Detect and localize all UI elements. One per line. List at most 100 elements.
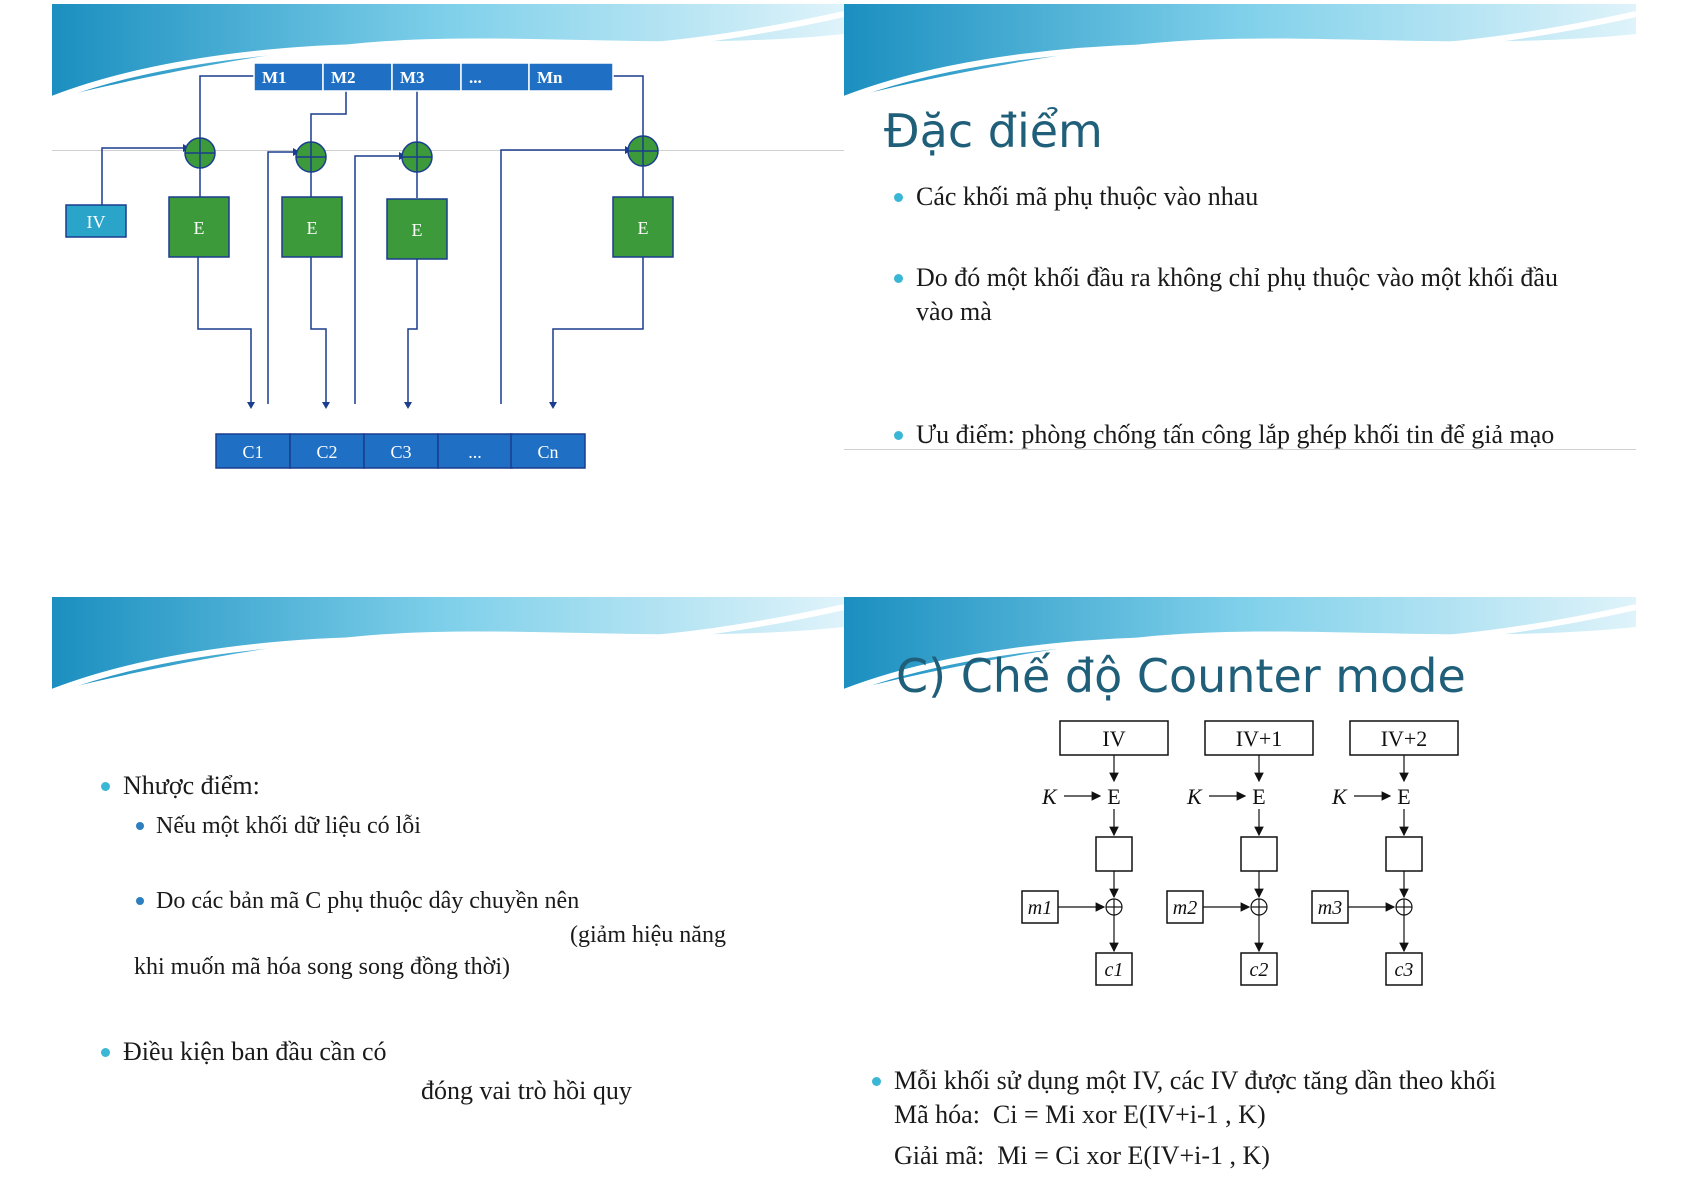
slide-title: C) Chế độ Counter mode [896, 649, 1466, 703]
iv-box [65, 204, 127, 238]
plaintext-block [460, 62, 530, 92]
sub-bullet-2: Do các bản mã C phụ thuộc dây chuyền nên [136, 884, 836, 918]
cipher-label: c2 [1250, 959, 1269, 981]
cipher-label: c1 [1105, 959, 1124, 981]
encrypt-box [168, 196, 230, 258]
feedback-c2 [354, 155, 399, 404]
encrypt-box [281, 196, 343, 258]
bullet-text: Nhược điểm: [123, 771, 260, 800]
wire-en-cn [552, 257, 644, 402]
cipher-label: C1 [242, 442, 263, 462]
bullet-2: Do đó một khối đầu ra không chỉ phụ thuộ… [894, 261, 1596, 329]
encrypt-label: E [1252, 784, 1265, 809]
bullet-disadvantage: Nhược điểm: [101, 769, 823, 803]
bullet-text: Do đó một khối đầu ra không chỉ phụ thuộ… [916, 263, 1558, 326]
encrypt-label: E [194, 218, 205, 238]
xor-icon [627, 135, 659, 167]
decrypt-prefix: Giải mã: [894, 1141, 985, 1170]
plaintext-block [391, 62, 462, 92]
header-wave [52, 4, 844, 99]
bullet-dot [872, 1077, 881, 1086]
key-label: K [1041, 784, 1058, 809]
plaintext-label: Mn [537, 68, 563, 87]
bullet-text: Mỗi khối sử dụng một IV, các IV được tăn… [894, 1066, 1497, 1095]
message-label: m1 [1028, 897, 1052, 919]
slide-divider [52, 150, 844, 151]
plaintext-row: M1 M2 M3... Mn [253, 62, 614, 92]
cipher-label: c3 [1395, 959, 1414, 981]
xor-nodes [184, 135, 659, 173]
bullet-1: Các khối mã phụ thuộc vào nhau [894, 180, 1596, 214]
counter-label: IV+1 [1236, 726, 1283, 751]
encrypt-formula: Ci = Mi xor E(IV+i-1 , K) [992, 1100, 1266, 1129]
key-label: K [1331, 784, 1348, 809]
xor-icon [1250, 898, 1268, 916]
bullet-dot [136, 822, 144, 830]
cipher-block [363, 433, 439, 469]
encrypt-formula-line: Mã hóa: Ci = Mi xor E(IV+i-1 , K) [894, 1100, 1266, 1130]
connectors [101, 75, 644, 404]
bullet-dot [136, 897, 144, 905]
plaintext-label: M3 [400, 68, 425, 87]
xor-icon [401, 141, 433, 173]
feedback-cn-1 [500, 149, 625, 404]
bullet-text: Điều kiện ban đầu cần có [123, 1037, 387, 1066]
wire-mn [612, 75, 644, 138]
plaintext-label: ... [469, 68, 482, 87]
bullet-dot [894, 274, 903, 283]
cipher-box [1095, 952, 1133, 986]
message-box [1311, 890, 1349, 924]
message-label: m2 [1173, 897, 1197, 919]
header-wave [52, 597, 844, 692]
bullet-text: Nếu một khối dữ liệu có lỗi [156, 813, 421, 839]
keystream-box [1240, 836, 1278, 872]
decrypt-formula: Mi = Ci xor E(IV+i-1 , K) [997, 1141, 1270, 1170]
xor-icon [184, 137, 216, 169]
slide-characteristics: Đặc điểm Các khối mã phụ thuộc vào nhau … [844, 4, 1636, 597]
counter-column: IV+1E Km2 c2 [1166, 720, 1314, 986]
wire-m2 [310, 84, 347, 144]
iv-label: IV [87, 212, 106, 232]
encrypt-label: E [412, 220, 423, 240]
wire-m1 [199, 75, 254, 140]
counter-label: IV [1102, 726, 1125, 751]
message-label: m3 [1318, 897, 1342, 919]
encrypt-label: E [638, 218, 649, 238]
encrypt-box [386, 198, 448, 260]
bullet-text: Ưu điểm: phòng chống tấn công lắp ghép k… [916, 420, 1555, 449]
cipher-block [510, 433, 586, 469]
bullet-text: Các khối mã phụ thuộc vào nhau [916, 182, 1259, 211]
plaintext-block [322, 62, 393, 92]
slide-title: Đặc điểm [884, 104, 1103, 158]
plaintext-label: M2 [331, 68, 356, 87]
counter-column: IV E Km1 c1 [1021, 720, 1169, 986]
wire-e1-c1 [197, 257, 252, 402]
bullet-dot [101, 782, 110, 791]
xor-icon [1105, 898, 1123, 916]
encrypt-prefix: Mã hóa: [894, 1100, 980, 1129]
bullet-dot [894, 193, 903, 202]
wire-iv [101, 147, 183, 219]
sub-bullet-2-cont-right: (giảm hiệu năng [570, 922, 726, 948]
bullet-3: Ưu điểm: phòng chống tấn công lắp ghép k… [894, 418, 1596, 452]
key-label: K [1186, 784, 1203, 809]
plaintext-label: M1 [262, 68, 287, 87]
feedback-c1 [267, 151, 293, 404]
encrypt-box [612, 196, 674, 258]
xor-icon [295, 141, 327, 173]
slide-disadvantages [52, 597, 844, 1039]
bullet-text: Do các bản mã C phụ thuộc dây chuyền nên [156, 888, 580, 914]
plaintext-block [253, 62, 324, 92]
bullet-dot [894, 431, 903, 440]
wire-e3-c3 [407, 259, 418, 402]
bullet-initial-condition: Điều kiện ban đầu cần có [101, 1035, 823, 1069]
plaintext-block [528, 62, 614, 92]
keystream-box [1385, 836, 1423, 872]
counter-label: IV+2 [1381, 726, 1428, 751]
sub-bullet-1: Nếu một khối dữ liệu có lỗi [136, 809, 836, 843]
encrypt-label: E [1107, 784, 1120, 809]
